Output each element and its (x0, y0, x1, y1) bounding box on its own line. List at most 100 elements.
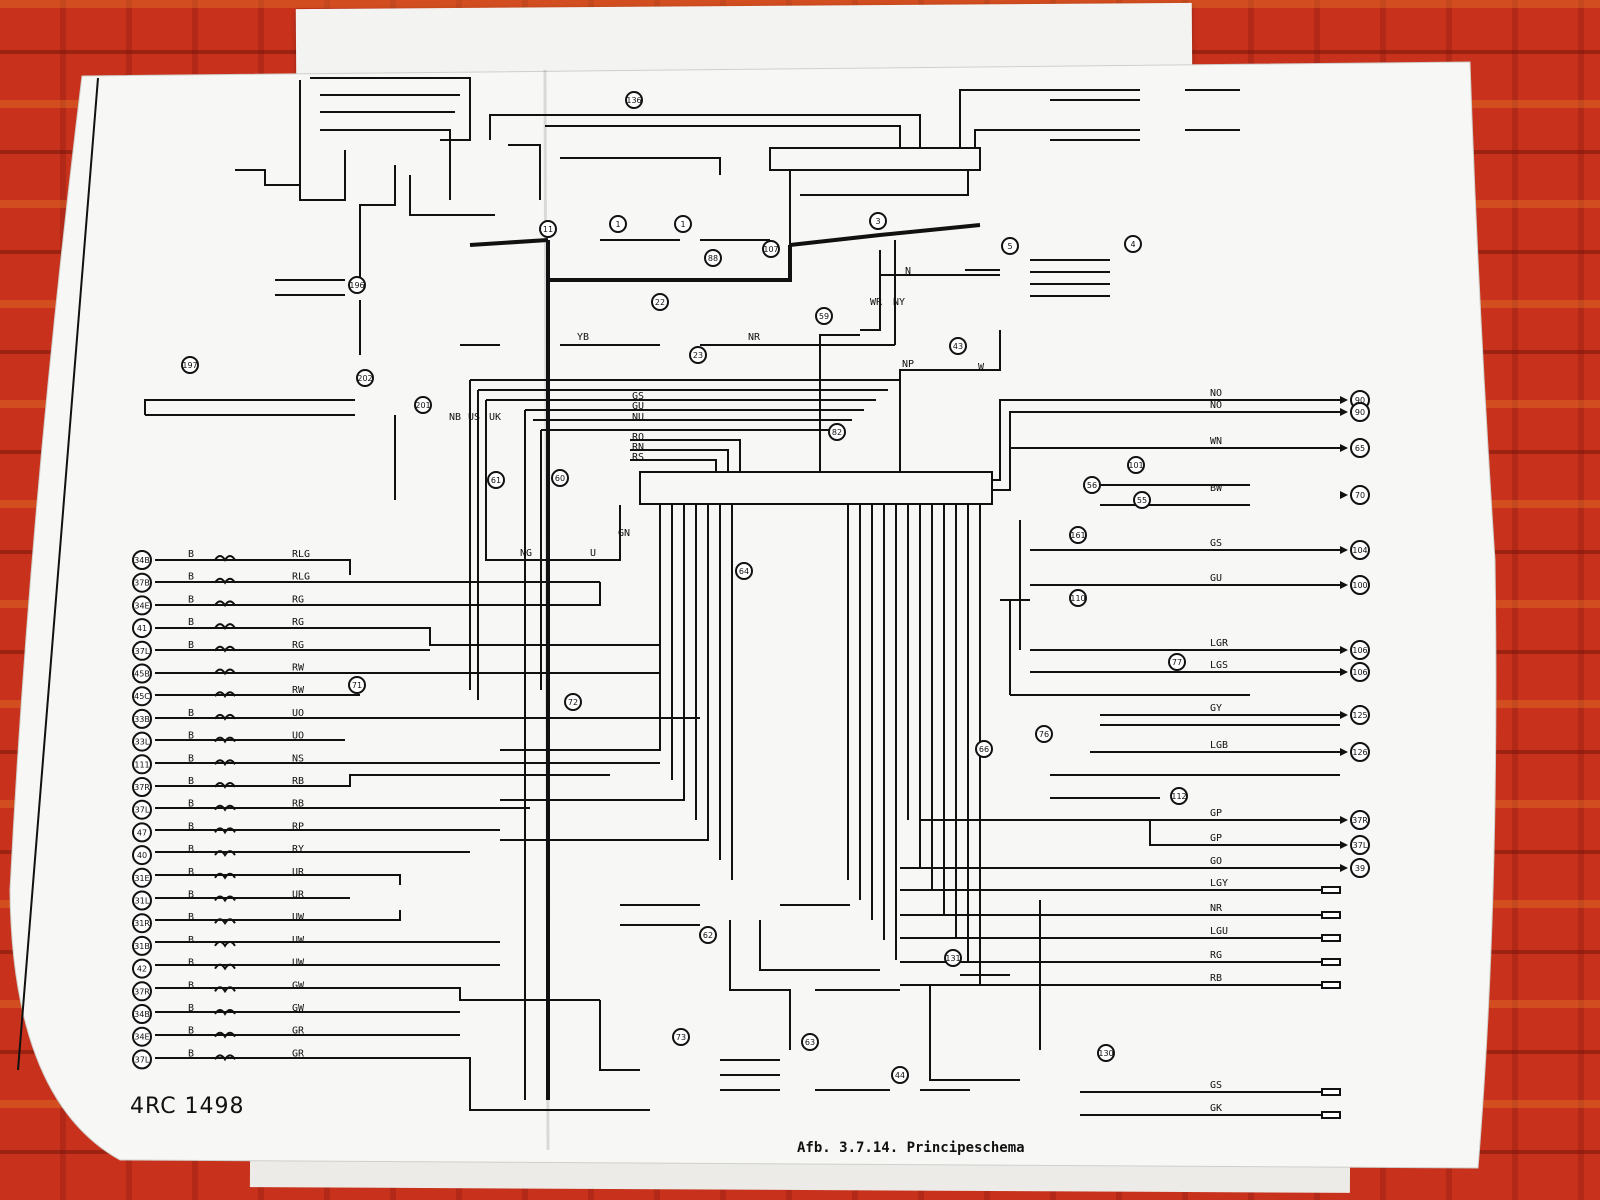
component-ref: 64 (739, 567, 749, 576)
wire-colour: GW (292, 980, 305, 991)
component-ref-circle (869, 212, 887, 230)
connector-ref-circle (132, 708, 152, 729)
component: 43 (949, 337, 967, 355)
connector-ref-circle (132, 913, 152, 934)
connector-ref-circle (1350, 662, 1370, 682)
component-ref: 131 (945, 954, 960, 963)
connector-ref: 37L (135, 806, 150, 815)
connector-ref-circle (1350, 705, 1370, 725)
component-ref-circle (801, 1033, 819, 1051)
component-ref: 23 (693, 351, 703, 360)
connector-ref-circle (132, 822, 152, 843)
connector-ref-circle (1350, 575, 1370, 595)
connector-ref-circle (132, 799, 152, 820)
arrow-icon (1340, 646, 1348, 654)
open-lead: RB (1210, 973, 1341, 989)
bulb-symbol (214, 872, 236, 880)
bulb-symbol (214, 850, 236, 857)
component: 66 (975, 740, 993, 758)
bulb-symbol (214, 600, 236, 608)
connector-ref-circle (1350, 742, 1370, 762)
wire-colour: RG (292, 594, 304, 605)
lead-colour: B (188, 890, 194, 901)
component-ref-circle (181, 356, 199, 374)
wire-colour-label: NP (902, 359, 914, 370)
component-ref: 161 (1070, 531, 1085, 540)
bulb-symbol (214, 713, 236, 721)
bulb-symbol (214, 668, 236, 676)
wire-colour: NS (292, 753, 304, 764)
connector-ref-circle (132, 777, 152, 797)
connector-ref-circle (1350, 485, 1370, 505)
wire-colour-label: U (590, 548, 596, 559)
component-ref-circle (1083, 476, 1101, 494)
connector-ref-circle (1350, 640, 1370, 660)
connector-ref: 104 (1352, 546, 1367, 555)
component-ref: 63 (805, 1038, 815, 1047)
component: 77 (1168, 653, 1186, 671)
connector-ref-circle (132, 867, 152, 888)
component-ref: 56 (1087, 481, 1097, 490)
wire-colour-label: NB (449, 412, 461, 423)
component: 136 (625, 91, 643, 109)
lead-colour: B (188, 640, 194, 651)
component: 161 (1069, 526, 1087, 544)
arrow-icon (1340, 581, 1348, 589)
component: 71 (348, 676, 366, 694)
component-ref: 3 (875, 217, 880, 226)
component: 196 (348, 276, 366, 294)
component-ref-circle (1168, 653, 1186, 671)
component-ref-circle (949, 337, 967, 355)
component: 76 (1035, 725, 1053, 743)
connector-ref: 106 (1352, 646, 1367, 655)
connector-ref-circle (132, 663, 152, 684)
component-ref: 44 (895, 1071, 905, 1080)
component-ref-circle (1097, 1044, 1115, 1062)
wire-colour: RG (1210, 950, 1222, 961)
wire-colour: UR (292, 890, 305, 901)
bulb-symbol (214, 782, 236, 789)
connector-ref: 31E (134, 874, 149, 883)
component-ref-circle (651, 293, 669, 311)
wire-colour: UO (292, 731, 304, 742)
component-ref: 130 (1098, 1049, 1113, 1058)
bulb-symbol (214, 1031, 236, 1039)
connector-ref: 39 (1355, 864, 1365, 873)
connector-ref: 37R (134, 987, 150, 996)
wire-colour: GP (1210, 808, 1222, 819)
component-ref: 136 (626, 96, 641, 105)
component-ref-circle (1127, 456, 1145, 474)
component-ref: 55 (1137, 496, 1147, 505)
component-ref: 101 (1128, 461, 1143, 470)
connector-ref-circle (132, 958, 152, 979)
wire-colour: NO (1210, 388, 1222, 399)
component: 11 (539, 220, 557, 238)
component-ref: 202 (357, 374, 372, 383)
component: 88 (704, 249, 722, 267)
connector-ref-circle (132, 935, 152, 956)
component-ref-circle (674, 215, 692, 233)
component-ref-circle (539, 220, 557, 238)
connector-ref-circle (132, 890, 152, 911)
connector-ref: 34E (134, 1033, 149, 1042)
component: 107 (762, 240, 780, 258)
wire-colour: LGB (1210, 740, 1228, 751)
wire-colour-label: GU (632, 401, 644, 412)
connector-ref: 37R (134, 783, 150, 792)
connector-ref: 47 (137, 828, 147, 837)
component-ref: 60 (555, 474, 565, 483)
